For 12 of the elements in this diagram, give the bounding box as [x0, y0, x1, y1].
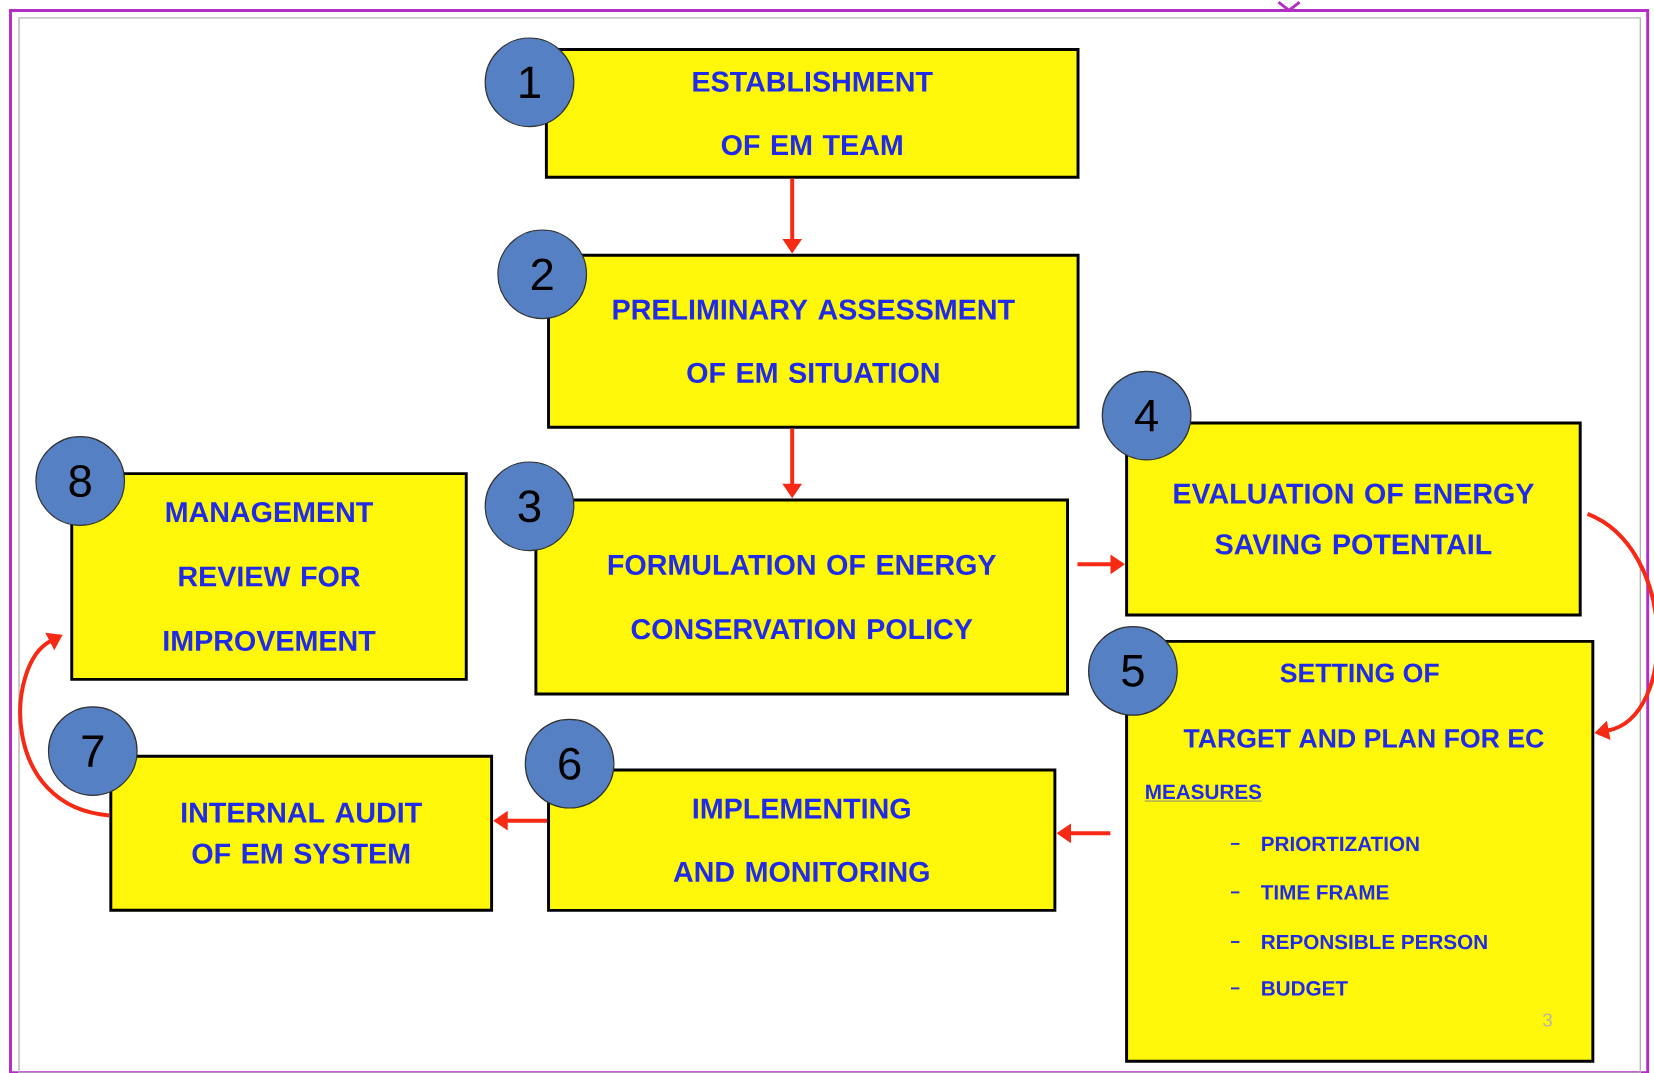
process-box: INTERNAL AUDIT OF EM SYSTEM [109, 754, 494, 912]
box-heading: TARGET AND PLAN FOR EC [1183, 728, 1544, 748]
list-item: BUDGET [1262, 981, 1348, 996]
list-item: PRIORTIZATION [1262, 836, 1419, 852]
list-item: REPONSIBLE PERSON [1262, 934, 1487, 950]
list-item: TIME FRAME [1261, 885, 1389, 900]
process-box: ESTABLISHMENT OF EM TEAM [544, 48, 1080, 179]
box-heading: SETTING OF [1280, 663, 1439, 683]
arrow [18, 632, 110, 818]
list-heading: MEASURES [1144, 784, 1263, 802]
page-number: 3 [1543, 1013, 1552, 1027]
arrow [1586, 512, 1654, 741]
